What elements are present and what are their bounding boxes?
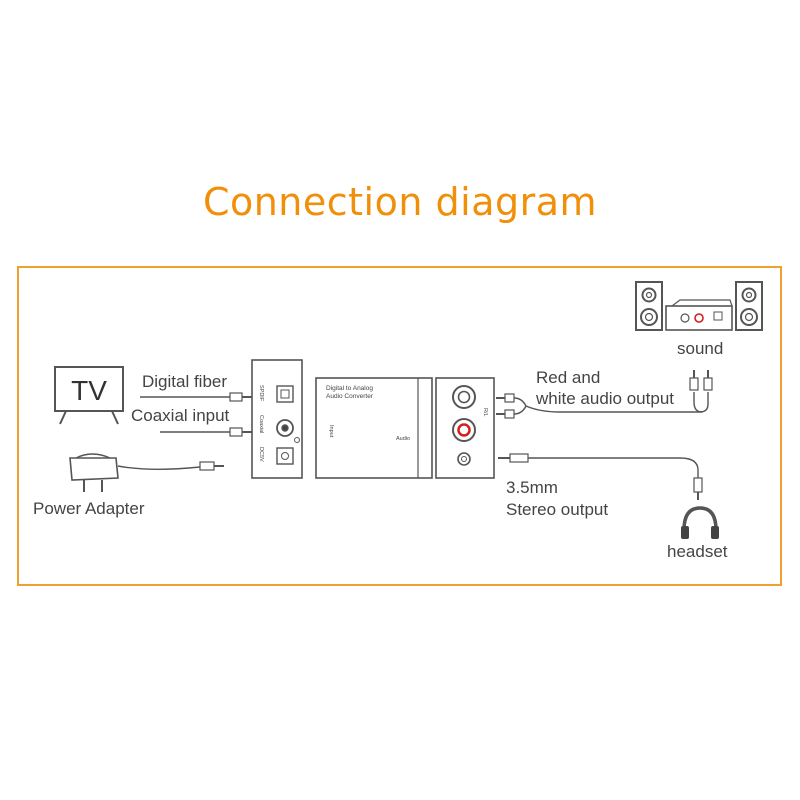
diagram-frame bbox=[17, 266, 782, 586]
power-adapter-icon bbox=[69, 453, 224, 492]
coaxial-cable bbox=[160, 427, 252, 437]
converter-input-panel bbox=[251, 359, 303, 479]
rca-output-label-line2: white audio output bbox=[535, 389, 674, 408]
stereo-output-label-line1: 3.5mm bbox=[506, 478, 558, 497]
rca-output-label-line1: Red and bbox=[536, 368, 600, 387]
converter-body bbox=[315, 377, 433, 479]
converter-input-label: Input bbox=[328, 425, 334, 438]
port-dc-label: DC5V bbox=[258, 447, 264, 462]
converter-output-panel bbox=[435, 377, 495, 479]
converter-audio-label: Audio bbox=[396, 436, 410, 442]
coaxial-input-label: Coaxial input bbox=[131, 406, 230, 425]
tv-label: TV bbox=[71, 375, 107, 406]
rca-cable bbox=[496, 370, 713, 419]
converter-name-line2: Audio Converter bbox=[326, 393, 374, 400]
headset-label: headset bbox=[667, 542, 728, 561]
tv-icon bbox=[54, 366, 124, 425]
converter-name-line1: Digital to Analog bbox=[326, 385, 373, 392]
stereo-output-label-line2: Stereo output bbox=[506, 500, 608, 519]
digital-fiber-cable bbox=[140, 392, 252, 402]
speaker-system-icon bbox=[635, 281, 763, 331]
port-coaxial-label: Coaxial bbox=[258, 415, 264, 433]
page-title: Connection diagram bbox=[202, 180, 598, 224]
port-rl-label: R/L bbox=[482, 408, 488, 417]
headphones-icon bbox=[681, 506, 719, 539]
sound-label: sound bbox=[677, 339, 723, 358]
port-spdif-label: SPDIF bbox=[258, 385, 264, 402]
digital-fiber-label: Digital fiber bbox=[142, 372, 227, 391]
stereo-cable bbox=[498, 453, 703, 500]
power-adapter-label: Power Adapter bbox=[33, 499, 145, 518]
